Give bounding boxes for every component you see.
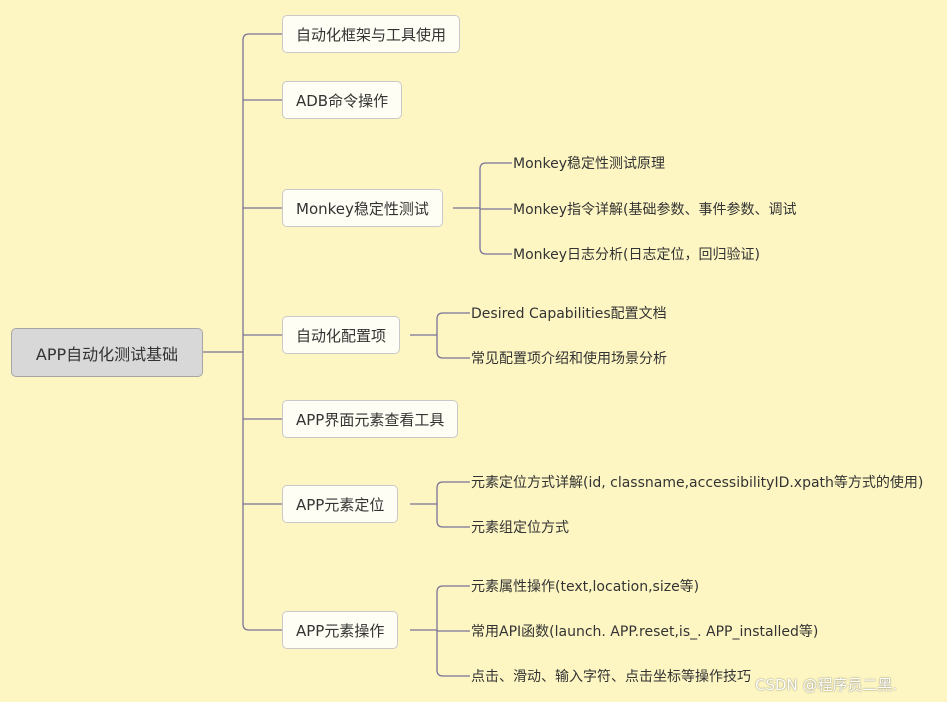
leaf-config-scenarios[interactable]: 常见配置项介绍和使用场景分析 <box>471 351 667 367</box>
sub-spine-1 <box>436 312 444 359</box>
leaf-locating-methods[interactable]: 元素定位方式详解(id, classname,accessibilityID.x… <box>471 475 924 491</box>
leaf-common-api[interactable]: 常用API函数(launch. APP.reset,is_. APP_insta… <box>471 624 819 640</box>
leaf-monkey-log-analysis[interactable]: Monkey日志分析(日志定位，回归验证) <box>513 247 760 263</box>
branch-monkey-stability[interactable]: Monkey稳定性测试 <box>282 189 443 227</box>
sub-spine-2 <box>436 481 444 528</box>
branch-element-operations[interactable]: APP元素操作 <box>282 611 399 649</box>
watermark: CSDN @程序员二黑. <box>755 675 898 694</box>
root-topic[interactable]: APP自动化测试基础 <box>11 328 203 377</box>
leaf-desired-capabilities[interactable]: Desired Capabilities配置文档 <box>471 306 667 322</box>
branch-adb-commands[interactable]: ADB命令操作 <box>282 81 403 119</box>
branch-element-locating[interactable]: APP元素定位 <box>282 485 399 523</box>
leaf-group-locating[interactable]: 元素组定位方式 <box>471 520 569 536</box>
leaf-attribute-operations[interactable]: 元素属性操作(text,location,size等) <box>471 579 700 595</box>
leaf-monkey-principle[interactable]: Monkey稳定性测试原理 <box>513 156 666 172</box>
branch-automation-config[interactable]: 自动化配置项 <box>282 316 401 354</box>
main-trunk <box>242 33 250 631</box>
branch-automation-framework[interactable]: 自动化框架与工具使用 <box>282 15 461 53</box>
leaf-monkey-commands[interactable]: Monkey指令详解(基础参数、事件参数、调试 <box>513 202 797 218</box>
leaf-gesture-tips[interactable]: 点击、滑动、输入字符、点击坐标等操作技巧 <box>471 669 751 685</box>
branch-ui-inspector-tool[interactable]: APP界面元素查看工具 <box>282 400 459 438</box>
